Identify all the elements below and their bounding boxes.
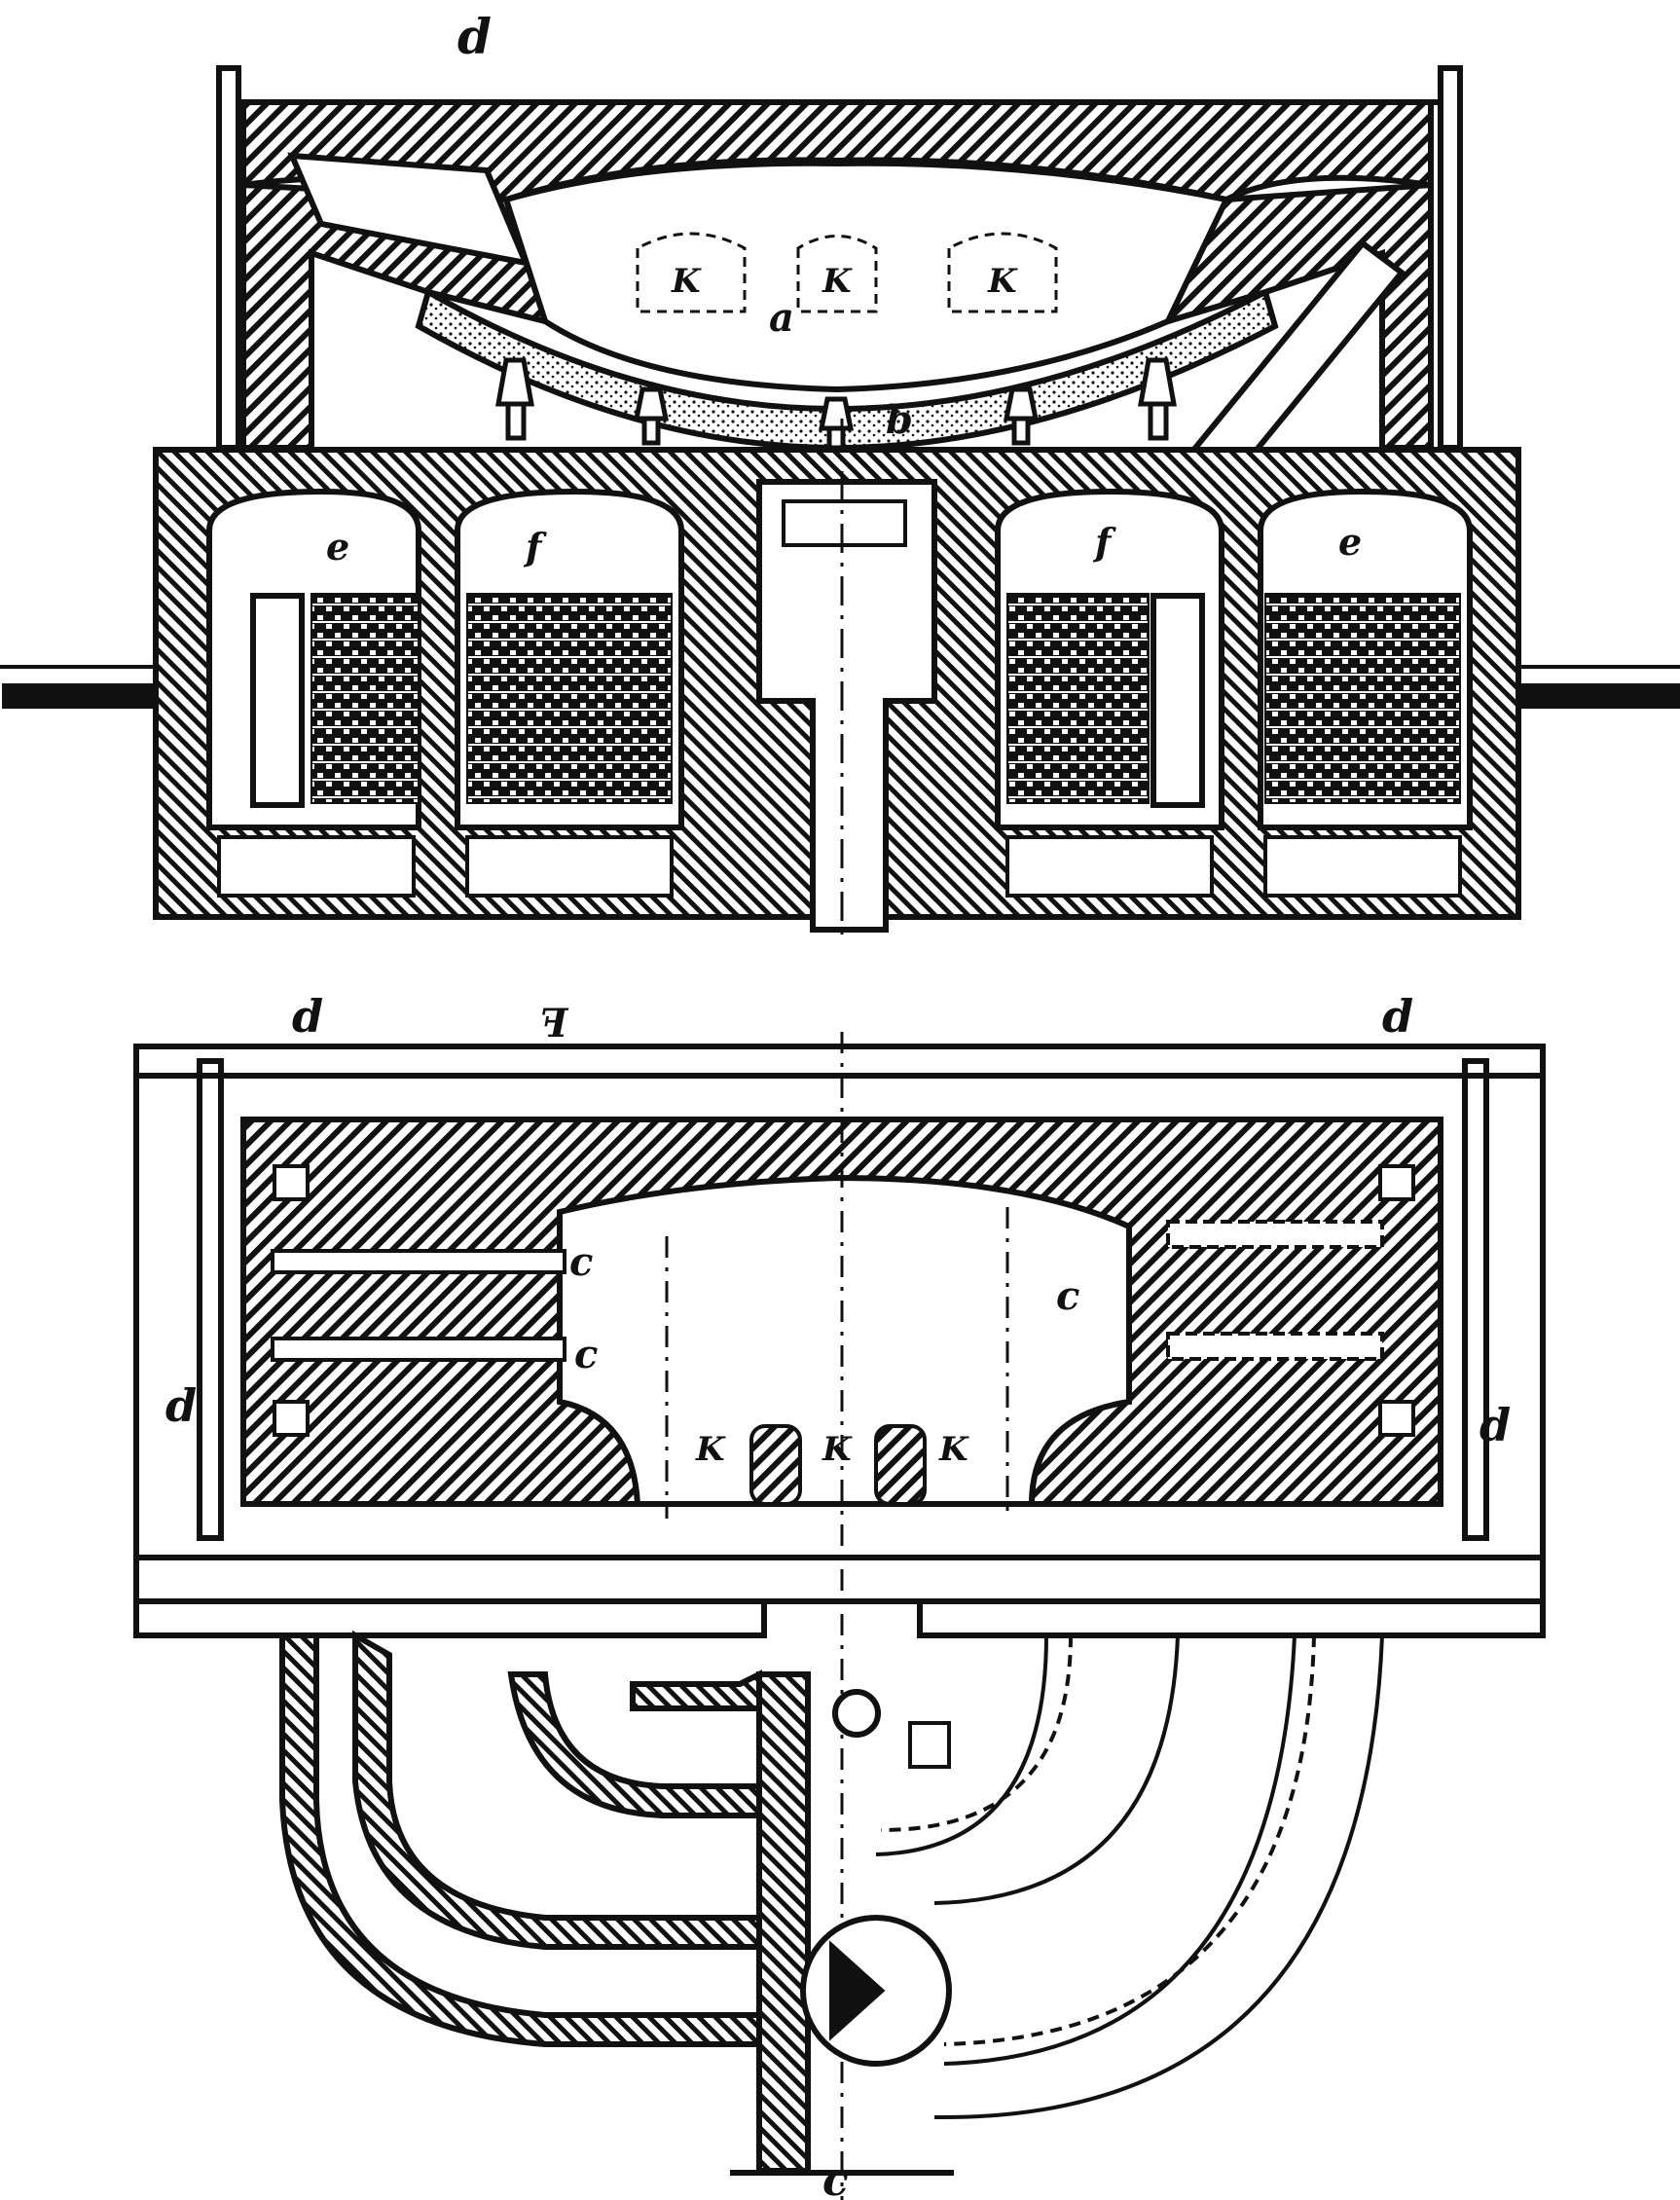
- valve-small: [832, 1689, 881, 1738]
- plan-right-port-2: [1166, 1332, 1384, 1361]
- elevation-view: [0, 65, 1680, 935]
- ground-fill-right: [1516, 683, 1680, 709]
- label-k-1: K: [671, 262, 702, 301]
- label-k-2: K: [822, 262, 853, 301]
- label-e-left: e: [326, 525, 349, 568]
- plan-shaft-tl: [273, 1164, 310, 1201]
- plan-right-port-1: [1166, 1220, 1384, 1249]
- plan-left-port-1: [271, 1249, 566, 1274]
- center-shaft: [756, 479, 937, 933]
- label-c-left-1: c: [569, 1239, 593, 1285]
- label-d: d: [457, 8, 492, 65]
- central-trunk: [756, 1671, 811, 2174]
- right-buckstay: [1438, 65, 1463, 451]
- label-d-bottom-left: d: [165, 1379, 197, 1432]
- hearth-bottom: [415, 287, 1279, 452]
- plan-view: [133, 1032, 1546, 2200]
- plan-hearth: [557, 1174, 1132, 1507]
- label-k-3: K: [987, 262, 1018, 301]
- valve-box: [908, 1721, 951, 1769]
- label-section-mark: ꟻ: [540, 1001, 569, 1046]
- valve-butterfly: [829, 1940, 886, 2041]
- charging-doors: [636, 232, 1058, 313]
- plan-shaft-br: [1378, 1400, 1415, 1437]
- center-valve-box: [782, 499, 907, 547]
- plan-flange: [133, 1598, 1546, 1638]
- hearth-supports: [495, 357, 1177, 451]
- plan-door-pillar-2: [874, 1424, 927, 1506]
- plan-labels: ꟻ d d d d c c c K K K c: [165, 990, 1511, 2200]
- plan-left-port-2: [271, 1337, 566, 1362]
- label-e-right: e: [1338, 520, 1362, 564]
- plan-door-pillar-1: [749, 1424, 802, 1506]
- flue-left-top: [630, 1669, 762, 1711]
- label-k-plan-1: K: [695, 1430, 726, 1469]
- plan-left-post: [197, 1058, 224, 1541]
- label-d-top-left: d: [292, 990, 323, 1043]
- label-c-right: c: [1056, 1273, 1079, 1319]
- label-b: b: [886, 397, 913, 443]
- ground-fill-left: [2, 683, 159, 709]
- label-d-bottom-right: d: [1479, 1399, 1511, 1451]
- label-c-left-2: c: [574, 1332, 598, 1377]
- right-dashed-flues: [875, 1634, 1384, 2120]
- regenerator-chambers: [206, 488, 1473, 898]
- plan-shaft-tr: [1378, 1164, 1415, 1201]
- label-k-plan-3: K: [938, 1430, 969, 1469]
- plan-shaft-bl: [273, 1400, 310, 1437]
- plan-right-post: [1462, 1058, 1489, 1541]
- label-a: a: [769, 295, 794, 341]
- label-section-bottom: c: [822, 2156, 849, 2200]
- left-gas-port: [287, 152, 530, 267]
- label-k-plan-2: K: [822, 1430, 853, 1469]
- left-buckstay: [216, 65, 241, 451]
- label-d-top-right: d: [1382, 990, 1413, 1043]
